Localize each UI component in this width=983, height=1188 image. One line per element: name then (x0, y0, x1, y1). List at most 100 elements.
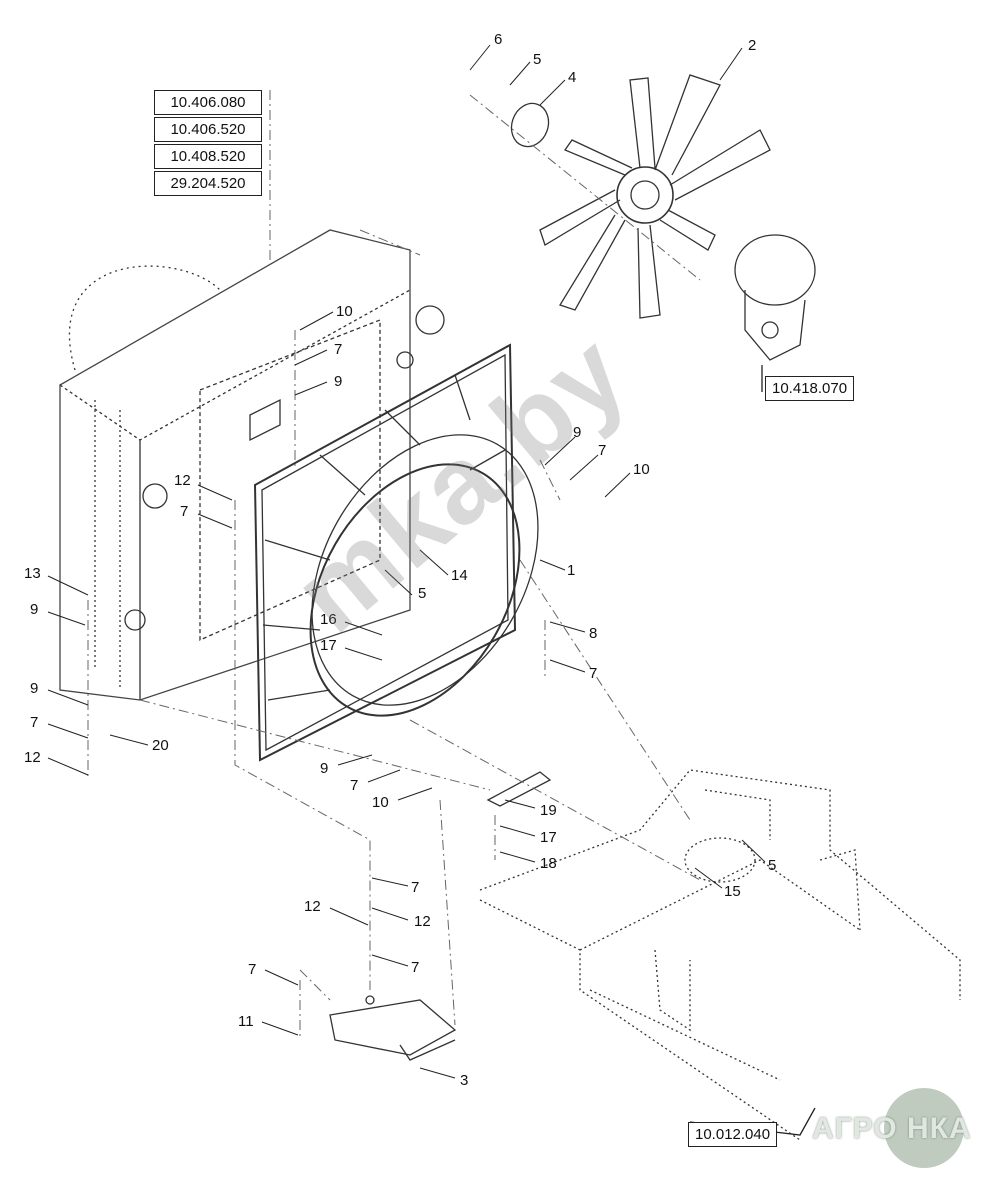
leader-4 (539, 79, 566, 106)
leader-7a (294, 349, 328, 366)
leader-19 (504, 799, 536, 809)
callout-7: 7 (411, 959, 419, 976)
leader-7h (371, 954, 409, 967)
fan-shroud (253, 343, 539, 762)
callout-11: 11 (238, 1013, 254, 1030)
leader-16 (344, 621, 383, 636)
callout-16: 16 (320, 611, 337, 628)
callout-12: 12 (24, 749, 41, 766)
callout-17: 17 (540, 829, 557, 846)
callout-7: 7 (180, 503, 188, 520)
leader-12b (47, 757, 89, 776)
leader-1 (539, 559, 566, 571)
callout-9: 9 (320, 760, 328, 777)
logo-watermark: АГРО НКА (812, 1088, 972, 1172)
callout-9: 9 (30, 680, 38, 697)
callout-17: 17 (320, 637, 337, 654)
leader-9e (337, 754, 373, 766)
leader-10c (397, 787, 433, 801)
callout-7: 7 (334, 341, 342, 358)
leader-17b (499, 825, 536, 837)
reference-stack: 10.406.080 10.406.520 10.408.520 29.204.… (154, 90, 262, 198)
logo-text: АГРО НКА (812, 1112, 972, 1145)
callout-8: 8 (589, 625, 597, 642)
callout-7: 7 (589, 665, 597, 682)
logo-circle-icon (884, 1088, 964, 1168)
callout-7: 7 (350, 777, 358, 794)
leader-2 (719, 47, 743, 81)
callout-5: 5 (768, 857, 776, 874)
callout-15: 15 (724, 883, 741, 900)
reference-box[interactable]: 29.204.520 (154, 171, 262, 196)
leader-12a (197, 484, 233, 501)
leader-9d (47, 689, 89, 706)
leader-9b (544, 436, 576, 466)
callout-5: 5 (418, 585, 426, 602)
callout-10: 10 (372, 794, 389, 811)
leader-5a (509, 61, 531, 86)
fan-drive (734, 234, 816, 361)
leader-7e (47, 723, 89, 739)
callout-10: 10 (336, 303, 353, 320)
leader-3 (419, 1067, 456, 1079)
leader-9c (47, 611, 86, 626)
callout-19: 19 (540, 802, 557, 819)
callout-18: 18 (540, 855, 557, 872)
callout-4: 4 (568, 69, 576, 86)
callout-3: 3 (460, 1072, 468, 1089)
reference-box[interactable]: 10.408.520 (154, 144, 262, 169)
callout-9: 9 (334, 373, 342, 390)
fan (539, 74, 771, 319)
spacer-disk (510, 102, 550, 148)
callout-12: 12 (174, 472, 191, 489)
leader-8 (549, 621, 586, 633)
radiator-assembly (59, 229, 445, 701)
callout-5: 5 (533, 51, 541, 68)
callout-7: 7 (248, 961, 256, 978)
leader-14 (419, 549, 449, 576)
callout-2: 2 (748, 37, 756, 54)
leader-20 (109, 734, 149, 746)
callout-12: 12 (414, 913, 431, 930)
chassis-frame (479, 769, 961, 1141)
callout-9: 9 (30, 601, 38, 618)
leader-7i (264, 969, 299, 986)
callout-13: 13 (24, 565, 41, 582)
plate (486, 771, 552, 807)
callout-1: 1 (567, 562, 575, 579)
callout-12: 12 (304, 898, 321, 915)
callout-9: 9 (573, 424, 581, 441)
callout-6: 6 (494, 31, 502, 48)
reference-box[interactable]: 10.406.520 (154, 117, 262, 142)
leader-13 (47, 575, 89, 596)
leader-5c (741, 839, 766, 863)
callout-7: 7 (598, 442, 606, 459)
leader-10a (299, 311, 334, 331)
leader-12d (371, 907, 409, 921)
leader-10b (604, 472, 631, 498)
leader-6 (469, 44, 491, 71)
leader-7c (197, 513, 233, 529)
leader-17a (344, 647, 383, 661)
leader-11 (261, 1021, 299, 1036)
callout-10: 10 (633, 461, 650, 478)
leader-9a (294, 381, 328, 396)
callout-20: 20 (152, 737, 169, 754)
reference-fan-drive[interactable]: 10.418.070 (765, 376, 855, 401)
leader-18 (499, 851, 536, 863)
reference-box[interactable]: 10.406.080 (154, 90, 262, 115)
leader-7b (569, 454, 599, 481)
lower-bracket (329, 995, 457, 1061)
leader-15 (694, 867, 723, 889)
leader-5b (384, 569, 413, 596)
leader-7d (549, 659, 586, 673)
leader-7f (367, 769, 401, 783)
callout-14: 14 (451, 567, 468, 584)
callout-7: 7 (30, 714, 38, 731)
reference-frame[interactable]: 10.012.040 (688, 1122, 778, 1147)
callout-7: 7 (411, 879, 419, 896)
leader-12c (329, 907, 369, 926)
leader-7g (371, 877, 409, 887)
